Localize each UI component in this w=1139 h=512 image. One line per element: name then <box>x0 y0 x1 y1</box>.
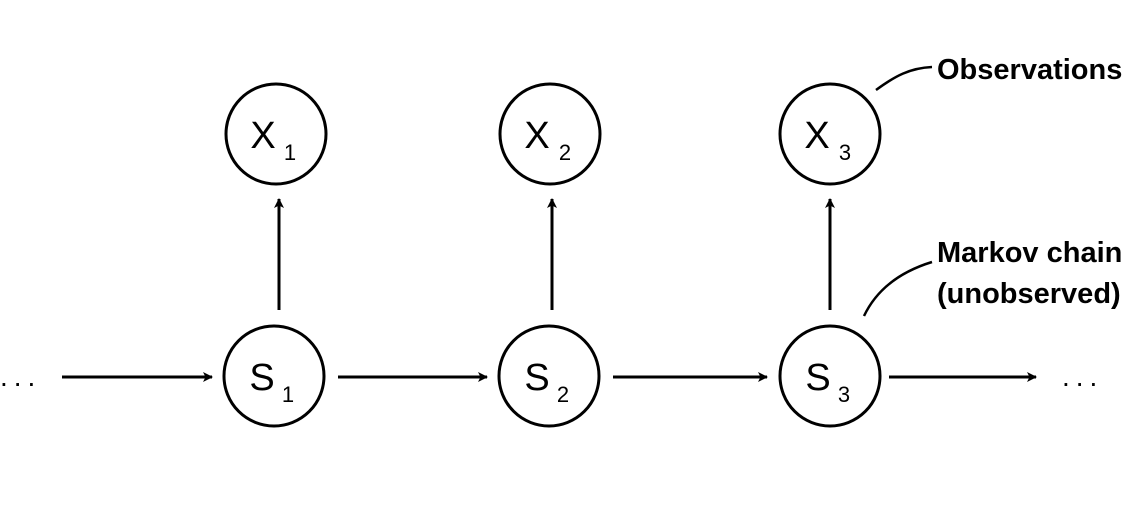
node-x3: X 3 <box>778 82 882 186</box>
node-x1-subscript: 1 <box>284 140 296 165</box>
node-s1-subscript: 1 <box>282 382 294 407</box>
node-s2: S 2 <box>497 324 601 428</box>
node-s1: S 1 <box>222 324 326 428</box>
node-x1: X 1 <box>224 82 328 186</box>
node-s3-subscript: 3 <box>838 382 850 407</box>
label-unobserved: (unobserved) <box>937 278 1121 310</box>
node-x2-letter: X <box>524 115 549 157</box>
node-x3-subscript: 3 <box>839 140 851 165</box>
node-x1-letter: X <box>250 115 275 157</box>
node-s2-subscript: 2 <box>557 382 569 407</box>
ellipsis-right: ... <box>1062 361 1103 392</box>
node-s1-letter: S <box>249 357 274 399</box>
node-s2-letter: S <box>524 357 549 399</box>
node-x2: X 2 <box>498 82 602 186</box>
node-x3-letter: X <box>804 115 829 157</box>
node-s3-letter: S <box>805 357 830 399</box>
node-x2-subscript: 2 <box>559 140 571 165</box>
leader-observations <box>875 65 933 92</box>
node-s3: S 3 <box>778 324 882 428</box>
ellipsis-left: ... <box>0 361 41 392</box>
label-markov-chain: Markov chain <box>937 237 1122 269</box>
leader-markov-chain <box>862 260 933 317</box>
label-observations: Observations <box>937 54 1122 86</box>
